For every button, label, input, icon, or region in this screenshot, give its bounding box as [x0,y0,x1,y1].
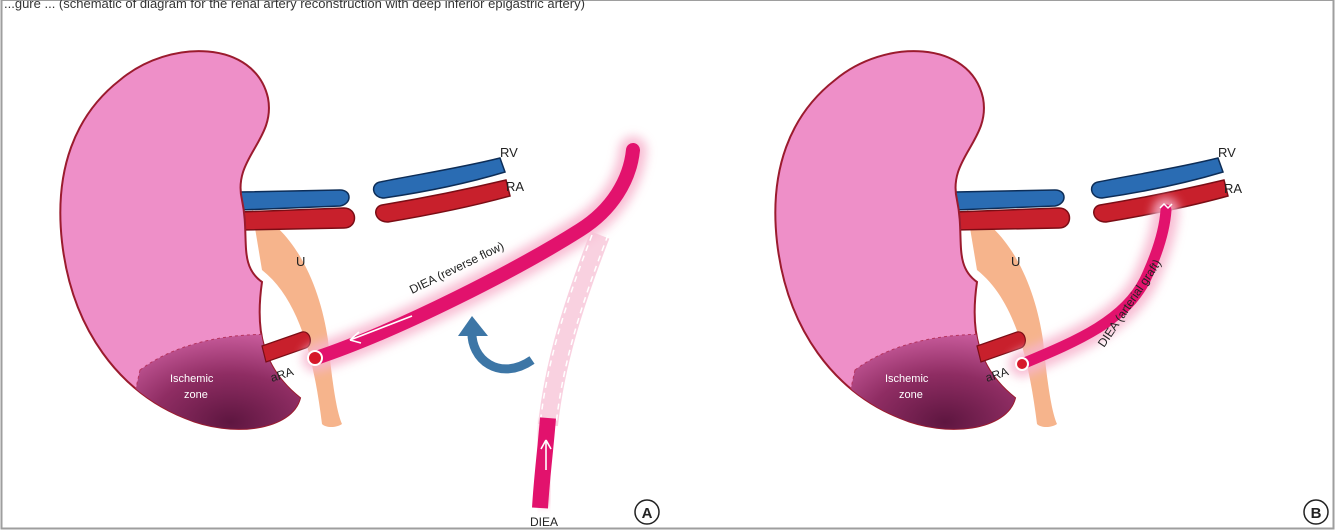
panel-b: RV RA U aRA Ischemic zone DIEA (arterial… [775,51,1328,524]
anastomosis-dot-b [1016,358,1028,370]
label-diea-bottom: DIEA [530,515,558,529]
renal-vein-stub-b [955,190,1064,210]
rotation-arrow-head [458,316,488,336]
label-u-b: U [1011,254,1020,269]
label-ra-a: RA [506,179,524,194]
label-zone-a: zone [184,389,208,401]
label-rv-b: RV [1218,145,1236,160]
diea-ghost-a [548,235,600,425]
label-diea-graft: DIEA (arterial graft) [1095,257,1164,350]
panel-a-letter: A [642,505,653,522]
label-ra-b: RA [1224,181,1242,196]
label-zone-b: zone [899,389,923,401]
label-u-a: U [296,254,305,269]
label-ischemic-b: Ischemic [885,373,929,385]
anastomosis-dot-a [308,351,322,365]
label-ischemic-a: Ischemic [170,373,214,385]
renal-artery-stub-a [240,208,355,230]
panel-a: RV RA U aRA Ischemic zone DIEA (reverse … [60,51,659,529]
panel-b-letter: B [1311,505,1322,522]
renal-vein-stub-a [240,190,349,210]
label-rv-a: RV [500,145,518,160]
renal-artery-stub-b [955,208,1070,230]
